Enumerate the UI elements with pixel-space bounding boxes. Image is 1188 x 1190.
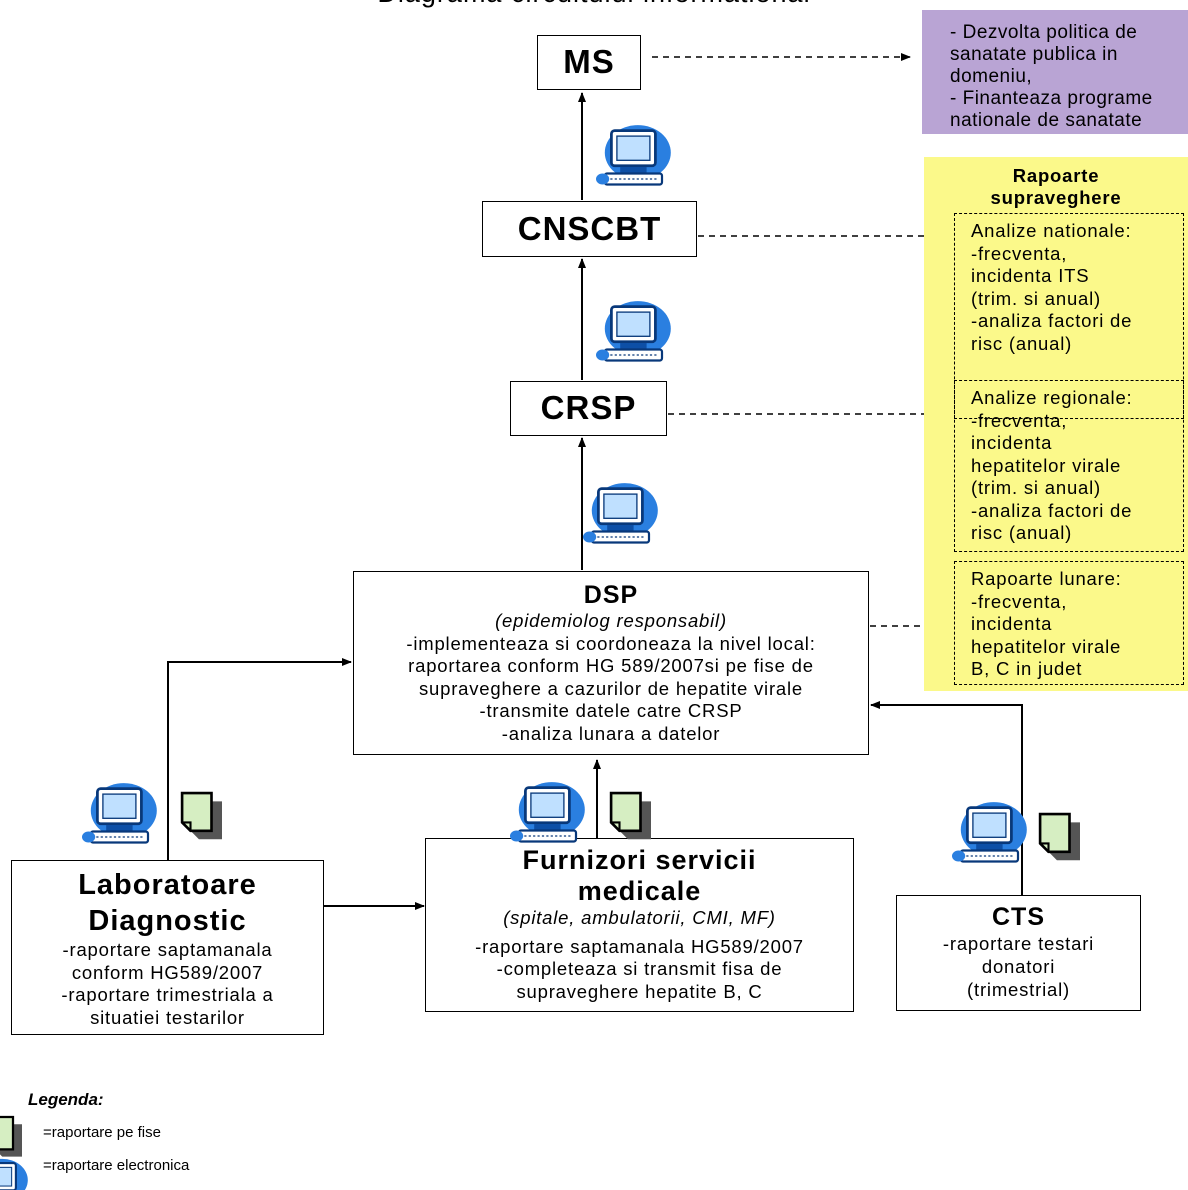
- node-laboratoare-line: situatiei testarilor: [90, 1006, 245, 1028]
- computer-icon: [583, 483, 658, 544]
- monthly-report-box: Rapoarte lunare: -frecventa, incidenta h…: [954, 561, 1184, 685]
- node-cts-label: CTS: [992, 903, 1045, 931]
- node-dsp-line: -transmite datele catre CRSP: [479, 700, 743, 721]
- node-dsp[interactable]: DSP (epidemiolog responsabil) -implement…: [353, 571, 869, 755]
- report-line: B, C in judet: [971, 658, 1083, 679]
- legend-electronic-label: =raportare electronica: [43, 1157, 190, 1174]
- node-dsp-subtitle: (epidemiolog responsabil): [495, 610, 727, 631]
- reports-header-line: supraveghere: [990, 187, 1122, 208]
- legend-paper-label: =raportare pe fise: [43, 1124, 161, 1141]
- national-analysis-box: Analize nationale: -frecventa, incidenta…: [954, 213, 1184, 419]
- reports-header-line: Rapoarte: [1012, 165, 1100, 186]
- node-cnscbt-label: CNSCBT: [517, 210, 662, 247]
- ms-note-line: - Finanteaza programe: [950, 88, 1153, 109]
- node-laboratoare-label: Laboratoare: [78, 869, 257, 901]
- computer-icon: [596, 301, 671, 362]
- node-crsp[interactable]: CRSP: [510, 381, 667, 436]
- computer-icon: [510, 782, 585, 843]
- legend-title: Legenda:: [28, 1090, 104, 1109]
- node-dsp-line: supraveghere a cazurilor de hepatite vir…: [418, 677, 804, 699]
- reports-header: Rapoarte supraveghere: [924, 165, 1188, 209]
- node-crsp-label: CRSP: [540, 389, 637, 426]
- regional-analysis-box: Analize regionale: -frecventa, incidenta…: [954, 380, 1184, 552]
- node-dsp-line: -implementeaza si coordoneaza la nivel l…: [406, 632, 816, 654]
- computer-icon: [952, 802, 1027, 863]
- node-ms[interactable]: MS: [537, 35, 641, 90]
- document-icon: [609, 791, 651, 840]
- report-line: (trim. si anual): [971, 477, 1101, 498]
- node-laboratoare[interactable]: Laboratoare Diagnostic -raportare saptam…: [11, 860, 324, 1035]
- node-laboratoare-line: conform HG589/2007: [71, 961, 264, 983]
- report-line: -frecventa,: [971, 409, 1068, 431]
- node-cts-line: (trimestrial): [967, 979, 1070, 1000]
- ms-note-line: sanatate publica in: [950, 44, 1118, 65]
- computer-icon: [82, 783, 157, 844]
- report-line: -frecventa,: [971, 590, 1068, 612]
- report-line: -analiza factori de: [971, 499, 1133, 521]
- ms-note-line: domeniu,: [950, 66, 1033, 87]
- node-cnscbt[interactable]: CNSCBT: [482, 201, 697, 257]
- node-laboratoare-label: Diagnostic: [88, 905, 247, 937]
- arrow-lab-dsp: [167, 658, 352, 860]
- node-furnizori-label: Furnizori servicii: [522, 845, 757, 875]
- node-furnizori-subtitle: (spitale, ambulatorii, CMI, MF): [503, 907, 776, 928]
- node-cts[interactable]: CTS -raportare testari donatori (trimest…: [896, 895, 1141, 1011]
- node-ms-label: MS: [563, 43, 615, 80]
- ms-note-line: - Dezvolta politica de: [950, 22, 1138, 43]
- document-icon: [180, 791, 222, 840]
- node-dsp-line: -analiza lunara a datelor: [501, 722, 721, 744]
- node-furnizori-line: -completeaza si transmit fisa de: [496, 958, 783, 979]
- report-line: Analize regionale:: [971, 387, 1133, 408]
- report-line: incidenta: [971, 613, 1053, 634]
- report-line: (trim. si anual): [971, 287, 1101, 309]
- report-line: Analize nationale:: [971, 220, 1132, 241]
- reports-panel: Rapoarte supraveghere Analize nationale:…: [924, 157, 1188, 691]
- report-line: Rapoarte lunare:: [971, 568, 1122, 589]
- report-line: risc (anual): [971, 522, 1073, 543]
- node-furnizori-label: medicale: [577, 876, 702, 906]
- document-icon: [0, 1115, 23, 1157]
- ms-note-line: nationale de sanatate: [950, 110, 1143, 131]
- ms-note: - Dezvolta politica de sanatate publica …: [922, 10, 1188, 134]
- report-line: incidenta: [971, 432, 1053, 453]
- node-cts-line: donatori: [981, 956, 1056, 977]
- node-laboratoare-line: -raportare saptamanala: [62, 939, 273, 960]
- node-laboratoare-line: -raportare trimestriala a: [61, 984, 274, 1005]
- node-furnizori[interactable]: Furnizori servicii medicale (spitale, am…: [425, 838, 854, 1012]
- node-cts-line: -raportare testari: [942, 933, 1095, 954]
- report-line: incidenta ITS: [971, 265, 1090, 286]
- node-dsp-line: raportarea conform HG 589/2007si pe fise…: [408, 655, 814, 676]
- report-line: -frecventa,: [971, 242, 1068, 264]
- computer-icon: [0, 1158, 28, 1190]
- diagram-title: Diagrama circuitului informational: [0, 0, 1188, 9]
- node-furnizori-line: -raportare saptamanala HG589/2007: [475, 935, 804, 957]
- computer-icon: [596, 125, 671, 186]
- node-furnizori-line: supraveghere hepatite B, C: [516, 980, 763, 1002]
- report-line: hepatitelor virale: [971, 454, 1122, 476]
- document-icon: [1038, 812, 1080, 861]
- report-line: risc (anual): [971, 332, 1073, 354]
- report-line: hepatitelor virale: [971, 635, 1122, 657]
- report-line: -analiza factori de: [971, 310, 1133, 331]
- node-dsp-label: DSP: [583, 581, 639, 609]
